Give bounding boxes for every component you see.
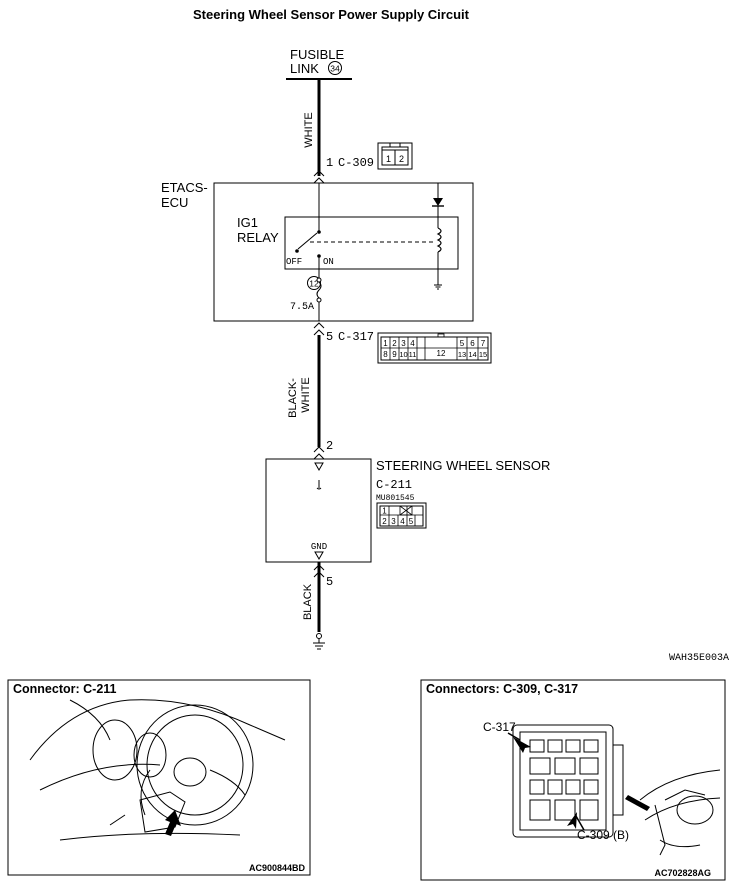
relay-switch-arm <box>297 232 318 250</box>
c317-pin-4: 4 <box>410 339 415 348</box>
c211-pin-5: 5 <box>409 517 414 526</box>
vehicle-location-arrow <box>625 795 650 811</box>
connector-c211-code: AC900844BD <box>249 863 306 873</box>
c309-callout-arrow <box>567 812 577 829</box>
steering-wheel-illustration <box>29 699 286 841</box>
sensor-part-number: MU801545 <box>376 494 415 503</box>
sensor-pin-out: 5 <box>326 575 333 589</box>
fusible-link-number-circle <box>328 61 342 75</box>
c317-pin-13: 13 <box>458 350 466 359</box>
c317-pin-2: 2 <box>392 339 397 348</box>
c317-pin-8: 8 <box>383 350 388 359</box>
c317-pin-6: 6 <box>470 339 475 348</box>
c309-name: C-309 <box>338 156 374 170</box>
fusible-link-label-1: FUSIBLE <box>290 47 345 62</box>
c317-pin-7: 7 <box>481 339 486 348</box>
etacs-ecu-illustration <box>512 724 624 838</box>
c317-callout-arrow <box>513 737 531 753</box>
c211-location-arrow <box>165 810 181 836</box>
c317-pin-face: 1 2 3 4 5 6 7 12 8 9 10 11 13 14 15 <box>377 332 492 364</box>
wire-bw-label-1: BLACK- <box>287 378 299 418</box>
wire-white-label: WHITE <box>303 112 315 147</box>
ig1-relay-box <box>284 216 459 270</box>
etacs-label-1: ETACS- <box>161 180 208 195</box>
c317-pin-14: 14 <box>468 350 476 359</box>
relay-ground-icon <box>434 284 442 290</box>
relay-coil-icon <box>436 227 442 253</box>
dashboard-illustration <box>639 769 721 856</box>
c309-callout: C-309 (B) <box>577 828 629 842</box>
fuse-number: 12 <box>309 279 319 289</box>
sensor-pin-in: 2 <box>326 439 333 453</box>
sensor-connector: C-211 <box>376 478 412 492</box>
c211-pin-face: 1 2 3 4 5 <box>376 502 427 529</box>
etacs-ecu-box <box>213 182 474 322</box>
etacs-label-2: ECU <box>161 195 188 210</box>
c211-pin-3: 3 <box>391 517 396 526</box>
relay-label-1: IG1 <box>237 215 258 230</box>
c309-pin-2: 2 <box>399 154 404 164</box>
relay-label-2: RELAY <box>237 230 279 245</box>
fusible-link-number: 34 <box>330 64 340 74</box>
c211-pin-1: 1 <box>382 507 387 516</box>
connector-c309-c317-panel <box>420 679 726 881</box>
connector-c211-title: Connector: C-211 <box>13 682 117 696</box>
c317-name: C-317 <box>338 330 374 344</box>
relay-off-label: OFF <box>286 257 302 267</box>
c309-pin: 1 <box>326 156 333 170</box>
c317-pin-1: 1 <box>383 339 388 348</box>
connector-c309-c317-title: Connectors: C-309, C-317 <box>426 682 578 696</box>
diagram-code: WAH35E003A <box>669 653 729 664</box>
page-title: Steering Wheel Sensor Power Supply Circu… <box>193 7 470 22</box>
wire-bw-label-2: WHITE <box>300 377 312 412</box>
c211-pin-4: 4 <box>400 517 405 526</box>
c317-pin-5: 5 <box>460 339 465 348</box>
c309-connector-mark <box>313 170 325 184</box>
fuse-icon <box>316 281 322 299</box>
c317-pin-12: 12 <box>437 349 446 358</box>
c317-pin: 5 <box>326 330 333 344</box>
connector-c211-panel <box>7 679 311 876</box>
ground-icon <box>313 633 325 650</box>
wire-black-label: BLACK <box>302 583 314 620</box>
c317-connector-mark <box>313 322 325 336</box>
diode-icon <box>432 198 444 207</box>
c317-callout: C-317 <box>483 720 516 734</box>
c317-pin-11: 11 <box>409 350 417 359</box>
connector-c309-c317-code: AC702828AG <box>654 868 711 878</box>
c317-pin-9: 9 <box>392 350 397 359</box>
sensor-name: STEERING WHEEL SENSOR <box>376 458 550 473</box>
c317-pin-10: 10 <box>399 350 407 359</box>
fuse-rating: 7.5A <box>290 302 314 313</box>
sensor-gnd-label: GND <box>311 542 327 552</box>
c309-pin-face: 1 2 <box>377 142 413 170</box>
relay-on-label: ON <box>323 257 334 267</box>
fusible-link-label-2: LINK <box>290 61 319 76</box>
sensor-input-connector-mark <box>313 446 325 460</box>
c211-pin-2: 2 <box>382 517 387 526</box>
c317-pin-15: 15 <box>479 350 487 359</box>
c309-pin-1: 1 <box>386 154 391 164</box>
c317-pin-3: 3 <box>401 339 406 348</box>
fuse-number-circle <box>307 276 321 290</box>
